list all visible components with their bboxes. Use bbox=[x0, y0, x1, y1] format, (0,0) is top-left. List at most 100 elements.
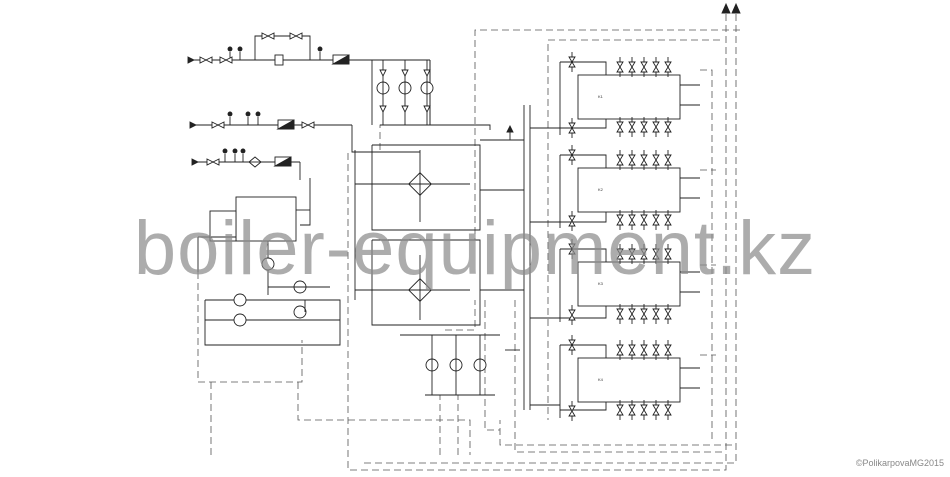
valve-symbol bbox=[568, 149, 576, 156]
boiler-3 bbox=[559, 248, 700, 322]
valve-symbol bbox=[616, 154, 624, 161]
valve-symbol bbox=[568, 61, 576, 68]
valve-symbol bbox=[640, 159, 648, 166]
copyright-text: ©PolikarpovaMG2015 bbox=[855, 458, 944, 468]
valve-symbol bbox=[568, 243, 576, 250]
valve-symbol bbox=[640, 61, 648, 68]
valve-symbol bbox=[664, 159, 672, 166]
valve-symbol bbox=[652, 61, 660, 68]
valve-symbol bbox=[616, 404, 624, 411]
valve-symbol bbox=[628, 154, 636, 161]
valve-symbol bbox=[568, 215, 576, 222]
valve-symbol bbox=[628, 214, 636, 221]
valve-symbol bbox=[664, 313, 672, 320]
supply-inlet-markers bbox=[187, 56, 200, 166]
valve-symbol bbox=[652, 253, 660, 260]
valve-symbol bbox=[652, 248, 660, 255]
valve-symbol bbox=[640, 404, 648, 411]
valve-symbol bbox=[652, 66, 660, 73]
boiler-2 bbox=[559, 154, 700, 228]
valve-symbol bbox=[616, 308, 624, 315]
valve-symbol bbox=[628, 404, 636, 411]
valve-symbol bbox=[640, 308, 648, 315]
valve-symbol bbox=[568, 248, 576, 255]
valve-symbol bbox=[664, 66, 672, 73]
valve-symbol bbox=[616, 349, 624, 356]
gauges bbox=[222, 46, 323, 162]
boiler-labels: K1 K2 K3 K4 bbox=[598, 94, 604, 382]
top-pump-group bbox=[371, 60, 434, 125]
valve-symbol bbox=[664, 121, 672, 128]
heat-exchangers bbox=[354, 144, 481, 326]
valve-symbol bbox=[568, 154, 576, 161]
valve-symbol bbox=[640, 121, 648, 128]
supply-valves bbox=[248, 54, 350, 168]
boiler-label-1: K1 bbox=[598, 94, 604, 99]
valve-symbol bbox=[616, 61, 624, 68]
valve-symbol bbox=[628, 219, 636, 226]
valve-symbol bbox=[652, 344, 660, 351]
valve-symbol bbox=[640, 349, 648, 356]
valve-symbol bbox=[628, 409, 636, 416]
valve-symbol bbox=[628, 121, 636, 128]
valve-symbol bbox=[664, 154, 672, 161]
valve-symbol bbox=[652, 308, 660, 315]
valve-symbol bbox=[652, 121, 660, 128]
boiler-4 bbox=[559, 344, 700, 418]
boiler-label-3: K3 bbox=[598, 281, 604, 286]
valve-symbol bbox=[640, 66, 648, 73]
valve-symbol bbox=[628, 126, 636, 133]
valve-symbol bbox=[652, 159, 660, 166]
valve-symbol bbox=[664, 404, 672, 411]
valve-symbol bbox=[628, 349, 636, 356]
valve-symbol bbox=[640, 248, 648, 255]
valve-symbol bbox=[640, 219, 648, 226]
valve-symbol bbox=[568, 127, 576, 134]
valve-symbol bbox=[628, 61, 636, 68]
valve-symbol bbox=[616, 214, 624, 221]
valve-symbol bbox=[616, 219, 624, 226]
valve-symbol bbox=[652, 219, 660, 226]
valve-symbol bbox=[616, 66, 624, 73]
valve-symbol bbox=[616, 159, 624, 166]
valve-symbol bbox=[664, 61, 672, 68]
valve-symbol bbox=[664, 219, 672, 226]
valve-symbol bbox=[616, 126, 624, 133]
valve-symbol bbox=[664, 253, 672, 260]
valve-symbol bbox=[616, 313, 624, 320]
valve-symbol bbox=[640, 344, 648, 351]
valve-symbol bbox=[616, 409, 624, 416]
valve-symbol bbox=[628, 313, 636, 320]
valve-symbol bbox=[664, 214, 672, 221]
left-tank bbox=[197, 178, 311, 295]
boiler-1 bbox=[559, 61, 700, 135]
outlet-arrows bbox=[721, 2, 741, 14]
valve-symbol bbox=[640, 214, 648, 221]
valve-symbol bbox=[628, 253, 636, 260]
valve-symbol bbox=[628, 308, 636, 315]
valve-symbol bbox=[640, 154, 648, 161]
valve-symbol bbox=[640, 253, 648, 260]
valve-symbol bbox=[568, 220, 576, 227]
valve-symbol bbox=[652, 404, 660, 411]
valve-symbol bbox=[640, 409, 648, 416]
valve-symbol bbox=[664, 349, 672, 356]
valve-symbol bbox=[652, 313, 660, 320]
valve-symbol bbox=[664, 126, 672, 133]
boiler-label-2: K2 bbox=[598, 187, 604, 192]
valve-symbol bbox=[664, 344, 672, 351]
valve-symbol bbox=[628, 66, 636, 73]
valve-symbol bbox=[568, 122, 576, 129]
boilers bbox=[559, 61, 700, 418]
left-pump-group bbox=[204, 280, 341, 346]
valve-symbol bbox=[568, 410, 576, 417]
valve-symbol bbox=[616, 121, 624, 128]
main-header bbox=[480, 105, 560, 410]
valve-symbol bbox=[628, 248, 636, 255]
valve-symbol bbox=[664, 308, 672, 315]
valve-symbol bbox=[568, 56, 576, 63]
valve-symbol bbox=[616, 344, 624, 351]
valve-symbol bbox=[616, 248, 624, 255]
